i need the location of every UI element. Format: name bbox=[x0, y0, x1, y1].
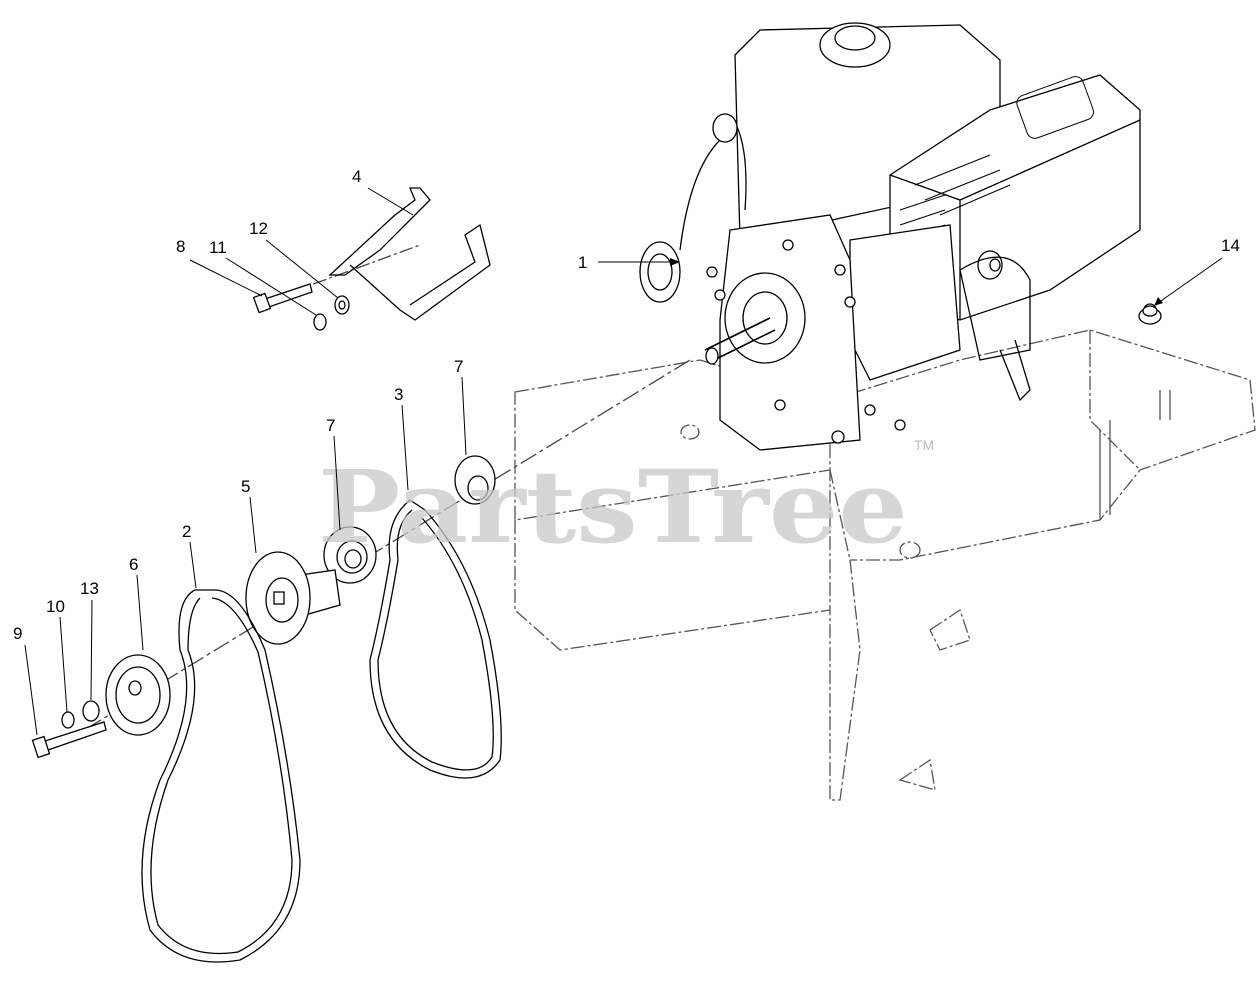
callout-6: 6 bbox=[129, 555, 138, 574]
pulley-idler bbox=[105, 654, 171, 736]
leader-arrowheads bbox=[670, 258, 1163, 306]
guide-washers bbox=[313, 295, 350, 331]
engine bbox=[639, 22, 1171, 520]
callout-11: 11 bbox=[209, 238, 227, 257]
callout-4: 4 bbox=[352, 167, 361, 186]
belt-guide bbox=[328, 187, 491, 321]
callout-13: 13 bbox=[80, 579, 99, 598]
callout-10: 10 bbox=[46, 597, 65, 616]
watermark-trademark: TM bbox=[914, 437, 934, 453]
pulley-half-upper bbox=[454, 455, 496, 505]
guide-bolt bbox=[252, 283, 313, 314]
callout-7-upper: 7 bbox=[454, 357, 463, 376]
flat-washer bbox=[82, 700, 100, 722]
callout-8: 8 bbox=[176, 237, 185, 256]
belt-small bbox=[369, 499, 502, 779]
callout-12: 12 bbox=[249, 219, 268, 238]
callout-2: 2 bbox=[182, 522, 191, 541]
lock-washer bbox=[61, 711, 75, 729]
pulley-large bbox=[245, 551, 341, 645]
leader-lines bbox=[24, 187, 1223, 736]
pulley-bolt bbox=[31, 721, 107, 759]
callout-3: 3 bbox=[394, 385, 403, 404]
callout-7-lower: 7 bbox=[326, 416, 335, 435]
callout-5: 5 bbox=[241, 477, 250, 496]
callout-9: 9 bbox=[13, 624, 22, 643]
pulley-half-lower bbox=[323, 526, 377, 584]
belt-large bbox=[141, 589, 301, 963]
callout-14: 14 bbox=[1221, 236, 1240, 255]
flange-nut bbox=[1138, 305, 1162, 325]
partstree-watermark: PartsTree bbox=[318, 448, 908, 566]
callout-1: 1 bbox=[578, 253, 587, 272]
